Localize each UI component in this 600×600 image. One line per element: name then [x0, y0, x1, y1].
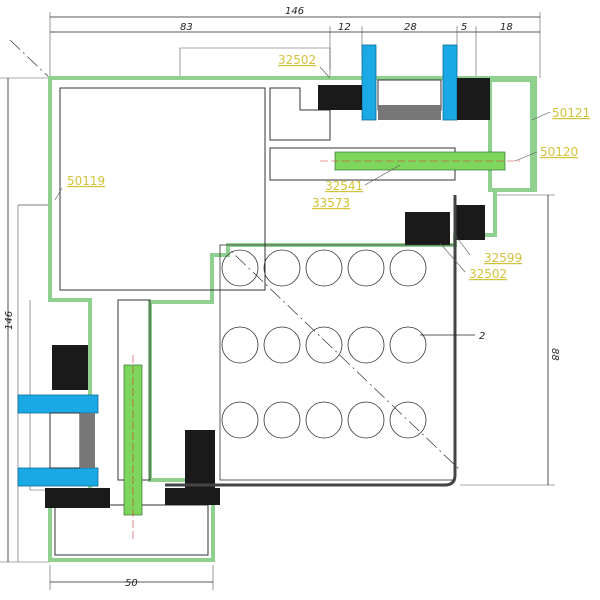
label-gasket-right: 32599	[484, 251, 522, 265]
cap-profile	[488, 78, 534, 192]
label-mullion: 50119	[67, 174, 105, 188]
mullion-chamber	[59, 87, 266, 291]
dim-18: 18	[500, 22, 513, 33]
right-gasket	[405, 212, 450, 245]
right-clip	[455, 205, 485, 240]
frame-outline	[18, 47, 477, 491]
vertical-web	[117, 299, 151, 481]
left-spacer	[49, 412, 81, 469]
top-spacer-fill	[378, 105, 441, 120]
screw-port	[269, 147, 456, 181]
bottom-dimension-lines	[49, 565, 214, 590]
dim-overall-height: 146	[4, 311, 15, 330]
label-screw-b: 33573	[312, 196, 350, 210]
insulation-fill	[219, 244, 456, 481]
dim-5: 5	[461, 22, 467, 33]
lower-gasket-lip	[165, 488, 220, 505]
left-gasket-bottom	[45, 488, 110, 508]
dim-sheet-2: 2	[479, 331, 485, 342]
left-spacer-fill	[80, 413, 95, 468]
dim-83: 83	[180, 22, 193, 33]
mullion-profile	[48, 76, 537, 562]
lower-chamber	[54, 504, 209, 556]
lower-gasket	[185, 430, 215, 490]
label-cap-profile: 50121	[552, 106, 590, 120]
left-gasket-top	[52, 345, 88, 390]
label-top-gasket: 32502	[278, 53, 316, 67]
leader-lines	[54, 66, 551, 273]
label-pressure-plate: 50120	[540, 145, 578, 159]
label-screw-a: 32541	[325, 179, 363, 193]
left-glass-pane-b	[17, 467, 99, 487]
dim-50: 50	[125, 578, 138, 589]
top-gasket-left	[318, 85, 362, 110]
left-glass-pane-a	[17, 394, 99, 414]
top-gasket-right	[457, 78, 490, 120]
top-glass-pane-b	[442, 44, 458, 121]
dim-88: 88	[549, 348, 560, 361]
dim-12: 12	[338, 22, 351, 33]
dim-overall-width: 146	[285, 6, 304, 17]
top-glass-pane-a	[361, 44, 377, 121]
dim-28: 28	[404, 22, 417, 33]
label-gasket-lower: 32502	[469, 267, 507, 281]
steel-sheet	[165, 195, 457, 487]
